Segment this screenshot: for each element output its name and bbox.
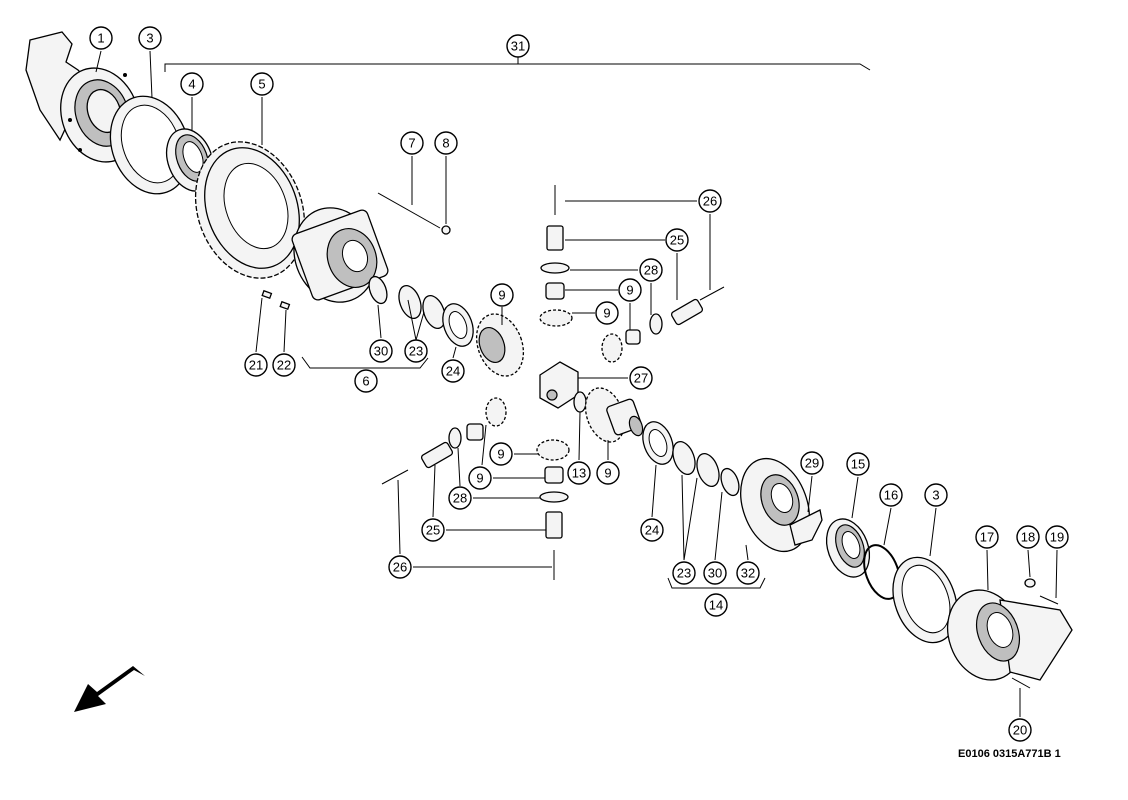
svg-text:9: 9 (498, 288, 505, 303)
part-pinion-stack-upper (539, 185, 725, 363)
svg-text:31: 31 (511, 39, 525, 54)
callout-24-right: 24 (640, 518, 664, 542)
svg-text:25: 25 (426, 523, 440, 538)
arrow-icon (74, 666, 145, 712)
svg-text:18: 18 (1021, 530, 1035, 545)
svg-text:5: 5 (258, 77, 265, 92)
part-side-gear-right (573, 387, 644, 443)
callout-9-e: 9 (489, 442, 513, 466)
callout-30-left: 30 (369, 339, 393, 363)
callout-20: 20 (1008, 718, 1032, 742)
svg-text:9: 9 (603, 306, 610, 321)
part-side-gear-left (475, 313, 525, 377)
svg-text:24: 24 (645, 523, 659, 538)
callout-28-upper: 28 (639, 258, 663, 282)
svg-text:28: 28 (644, 263, 658, 278)
svg-text:15: 15 (851, 457, 865, 472)
svg-text:27: 27 (634, 371, 648, 386)
callout-14: 14 (704, 593, 728, 617)
callout-6: 6 (354, 369, 378, 393)
callout-9-a: 9 (618, 278, 642, 302)
svg-text:9: 9 (497, 447, 504, 462)
callout-1: 1 (89, 26, 113, 50)
callout-23-right: 23 (672, 561, 696, 585)
callout-9-f: 9 (468, 466, 492, 490)
svg-text:3: 3 (146, 31, 153, 46)
svg-text:9: 9 (626, 283, 633, 298)
callout-29: 29 (800, 451, 824, 475)
callout-22: 22 (272, 353, 296, 377)
callout-3-left: 3 (138, 26, 162, 50)
part-rings-left (368, 275, 474, 347)
callout-27: 27 (629, 366, 653, 390)
svg-text:32: 32 (741, 566, 755, 581)
callout-3-right: 3 (924, 483, 948, 507)
callout-23-left: 23 (404, 339, 428, 363)
callout-25-upper: 25 (665, 228, 689, 252)
svg-text:20: 20 (1013, 723, 1027, 738)
svg-text:8: 8 (442, 136, 449, 151)
callout-7: 7 (400, 131, 424, 155)
callout-31: 31 (506, 34, 530, 58)
callout-9-d: 9 (596, 461, 620, 485)
part-spider-block (539, 361, 579, 409)
callout-30-right: 30 (703, 561, 727, 585)
svg-text:6: 6 (362, 374, 369, 389)
svg-text:9: 9 (604, 466, 611, 481)
callout-24-left: 24 (441, 359, 465, 383)
callout-4: 4 (180, 72, 204, 96)
callout-26-lower: 26 (388, 555, 412, 579)
callout-28-lower: 28 (448, 486, 472, 510)
svg-text:26: 26 (393, 560, 407, 575)
part-long-bolt (377, 192, 451, 235)
svg-text:25: 25 (670, 233, 684, 248)
part-rings-right (642, 421, 740, 497)
svg-text:23: 23 (409, 344, 423, 359)
svg-text:1: 1 (97, 31, 104, 46)
svg-text:4: 4 (188, 77, 195, 92)
callout-15: 15 (846, 452, 870, 476)
part-pinion-stack-lower (381, 397, 570, 580)
drawing-code: E0106 0315A771B 1 (958, 748, 1061, 760)
svg-text:21: 21 (249, 358, 263, 373)
svg-text:16: 16 (884, 488, 898, 503)
callout-25-lower: 25 (421, 518, 445, 542)
svg-text:14: 14 (709, 598, 723, 613)
svg-text:19: 19 (1050, 530, 1064, 545)
leader-lines (95, 50, 1058, 717)
callout-26-upper: 26 (698, 189, 722, 213)
svg-text:9: 9 (476, 471, 483, 486)
callout-16: 16 (879, 483, 903, 507)
svg-text:29: 29 (805, 456, 819, 471)
svg-text:7: 7 (408, 136, 415, 151)
svg-text:30: 30 (708, 566, 722, 581)
svg-text:28: 28 (453, 491, 467, 506)
part-dowel-pins (261, 289, 291, 311)
part-housing-right (947, 578, 1073, 689)
callout-8: 8 (434, 131, 458, 155)
svg-text:13: 13 (572, 466, 586, 481)
callout-9-b: 9 (595, 301, 619, 325)
svg-text:26: 26 (703, 194, 717, 209)
part-ring-gear (194, 141, 306, 279)
callout-9-c: 9 (490, 283, 514, 307)
svg-text:23: 23 (677, 566, 691, 581)
callout-13: 13 (567, 461, 591, 485)
callout-17: 17 (975, 525, 999, 549)
callout-5: 5 (250, 72, 274, 96)
callout-21: 21 (244, 353, 268, 377)
svg-text:22: 22 (277, 358, 291, 373)
callout-18: 18 (1016, 525, 1040, 549)
svg-text:30: 30 (374, 344, 388, 359)
svg-text:17: 17 (980, 530, 994, 545)
callout-19: 19 (1045, 525, 1069, 549)
part-right-seals (789, 509, 958, 644)
callout-32: 32 (736, 561, 760, 585)
svg-text:24: 24 (446, 364, 460, 379)
part-differential-case (291, 207, 389, 303)
svg-text:3: 3 (932, 488, 939, 503)
